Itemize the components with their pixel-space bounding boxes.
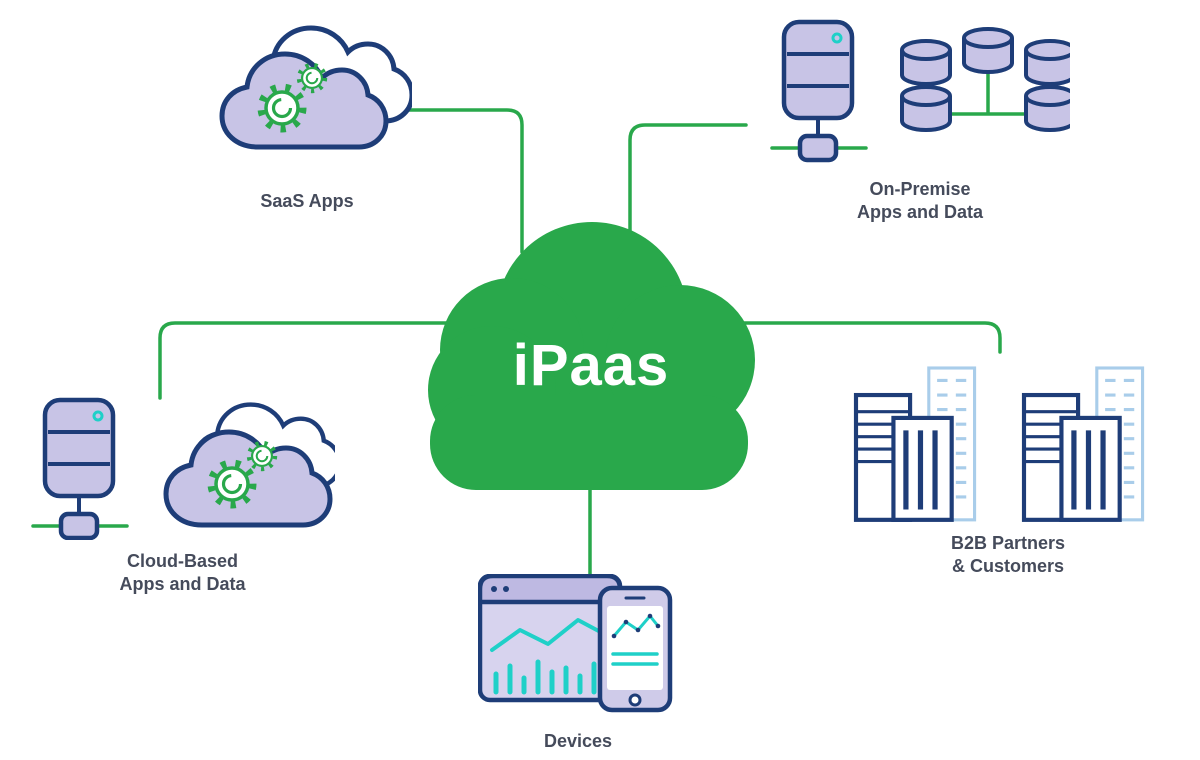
connector-saas [400,108,524,254]
b2b-buildings-icon [848,362,1168,522]
saas-apps-node: SaaS Apps [202,8,412,213]
buildings-icon [856,368,975,520]
saas-cloud-gears-icon [202,8,412,180]
server-icon [33,400,127,538]
database-icon [900,85,952,132]
b2b-label-line1: B2B Partners [950,533,1066,553]
database-icon [1024,85,1070,132]
ipaas-title: iPaas [512,333,670,398]
devices-label: Devices [543,731,613,751]
phone-icon [597,585,673,713]
database-cluster-icon [900,27,1070,132]
browser-dot-icon [491,586,497,592]
cloud-based-icon [30,392,335,540]
database-icon [900,39,952,86]
devices-node: Devices [478,574,678,753]
cloud-based-node: Cloud-Based Apps and Data [30,392,335,597]
connector-cloud-based [158,321,472,400]
on-premise-label-line2: Apps and Data [856,202,984,223]
b2b-node: B2B Partners & Customers [848,362,1168,579]
saas-apps-label: SaaS Apps [260,191,354,211]
server-icon [772,22,866,160]
b2b-label: B2B Partners & Customers [848,532,1168,579]
ipaas-cloud-icon [428,222,755,490]
cloud-based-label-line2: Apps and Data [119,574,246,595]
line-chart-icon [490,618,610,652]
database-icon [962,27,1014,74]
browser-dot-icon [503,586,509,592]
buildings-icon [1024,368,1143,520]
cloud-based-label-line1: Cloud-Based [126,551,238,571]
phone-text-lines-icon [611,652,659,666]
ipaas-center-node: iPaas [425,216,757,494]
cloud-based-label: Cloud-Based Apps and Data [30,550,335,597]
on-premise-icon [770,18,1070,168]
on-premise-label-line1: On-Premise [869,179,971,199]
phone-home-button-icon [628,693,642,707]
cloud-gears-icon [166,405,335,525]
connector-on-premise [628,123,748,242]
b2b-label-line2: & Customers [951,556,1065,577]
browser-window-icon [478,574,623,703]
on-premise-node: On-Premise Apps and Data [770,18,1070,225]
connector-b2b [698,321,1002,354]
devices-icon [478,574,673,713]
on-premise-label: On-Premise Apps and Data [770,178,1070,225]
database-icon [1024,39,1070,86]
